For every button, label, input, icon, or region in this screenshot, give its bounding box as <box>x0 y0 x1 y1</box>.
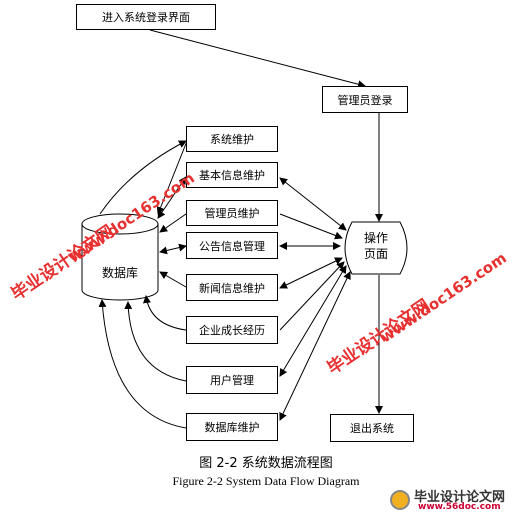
user-management-box: 用户管理 <box>186 366 278 394</box>
arrow-user-db <box>124 301 187 382</box>
basic-info-box: 基本信息维护 <box>186 162 278 188</box>
company-history-label: 企业成长经历 <box>199 324 265 337</box>
figure-caption-en: Figure 2-2 System Data Flow Diagram <box>172 474 360 488</box>
operation-page-line1: 操作 <box>363 231 388 245</box>
operation-page-shape <box>344 221 408 275</box>
arrow-notice-db <box>159 243 187 255</box>
logo-url: www.56doc.com <box>418 502 501 512</box>
arrow-news-page <box>279 257 343 289</box>
database-label: 数据库 <box>101 266 138 280</box>
arrow-enter-to-login <box>149 29 366 89</box>
db-maintenance-box: 数据库维护 <box>186 413 278 441</box>
arrow-adminmaint-db <box>159 213 187 233</box>
arrow-basicinfo-page <box>279 177 347 231</box>
operation-page-label: 操作 页面 <box>352 230 400 262</box>
arrow-news-db <box>159 271 187 288</box>
arrow-dbmaint-page <box>279 271 351 421</box>
exit-system-label: 退出系统 <box>350 422 394 435</box>
arrow-history-db <box>142 295 187 331</box>
logo-emblem-icon <box>390 490 410 510</box>
enter-login-box: 进入系统登录界面 <box>76 4 216 30</box>
operation-page-line2: 页面 <box>363 247 388 261</box>
system-maintenance-label: 系统维护 <box>210 133 254 146</box>
user-management-label: 用户管理 <box>210 374 254 387</box>
basic-info-label: 基本信息维护 <box>199 169 265 182</box>
enter-login-label: 进入系统登录界面 <box>102 11 190 24</box>
admin-login-box: 管理员登录 <box>322 86 408 113</box>
arrow-basicinfo-db <box>157 176 187 219</box>
admin-login-label: 管理员登录 <box>337 93 393 107</box>
arrow-adminmaint-page <box>279 213 343 240</box>
logo-title: 毕业设计论文网 <box>414 490 506 505</box>
notice-management-label: 公告信息管理 <box>199 239 265 253</box>
arrow-dbmaint-db <box>98 299 187 429</box>
site-logo: 毕业设计论文网 www.56doc.com <box>388 486 528 514</box>
system-maintenance-box: 系统维护 <box>186 126 278 152</box>
company-history-box: 企业成长经历 <box>186 316 278 344</box>
arrow-db-sysmaint-curve <box>99 140 187 215</box>
figure-caption-cn: 图 2-2 系统数据流程图 <box>199 456 333 471</box>
news-maintenance-box: 新闻信息维护 <box>186 274 278 301</box>
admin-maintenance-label: 管理员维护 <box>204 207 260 220</box>
exit-system-box: 退出系统 <box>330 414 414 442</box>
admin-maintenance-box: 管理员维护 <box>186 200 278 226</box>
news-maintenance-label: 新闻信息维护 <box>199 281 265 295</box>
db-maintenance-label: 数据库维护 <box>204 421 260 434</box>
database-cylinder <box>81 213 159 301</box>
notice-management-box: 公告信息管理 <box>186 232 278 259</box>
